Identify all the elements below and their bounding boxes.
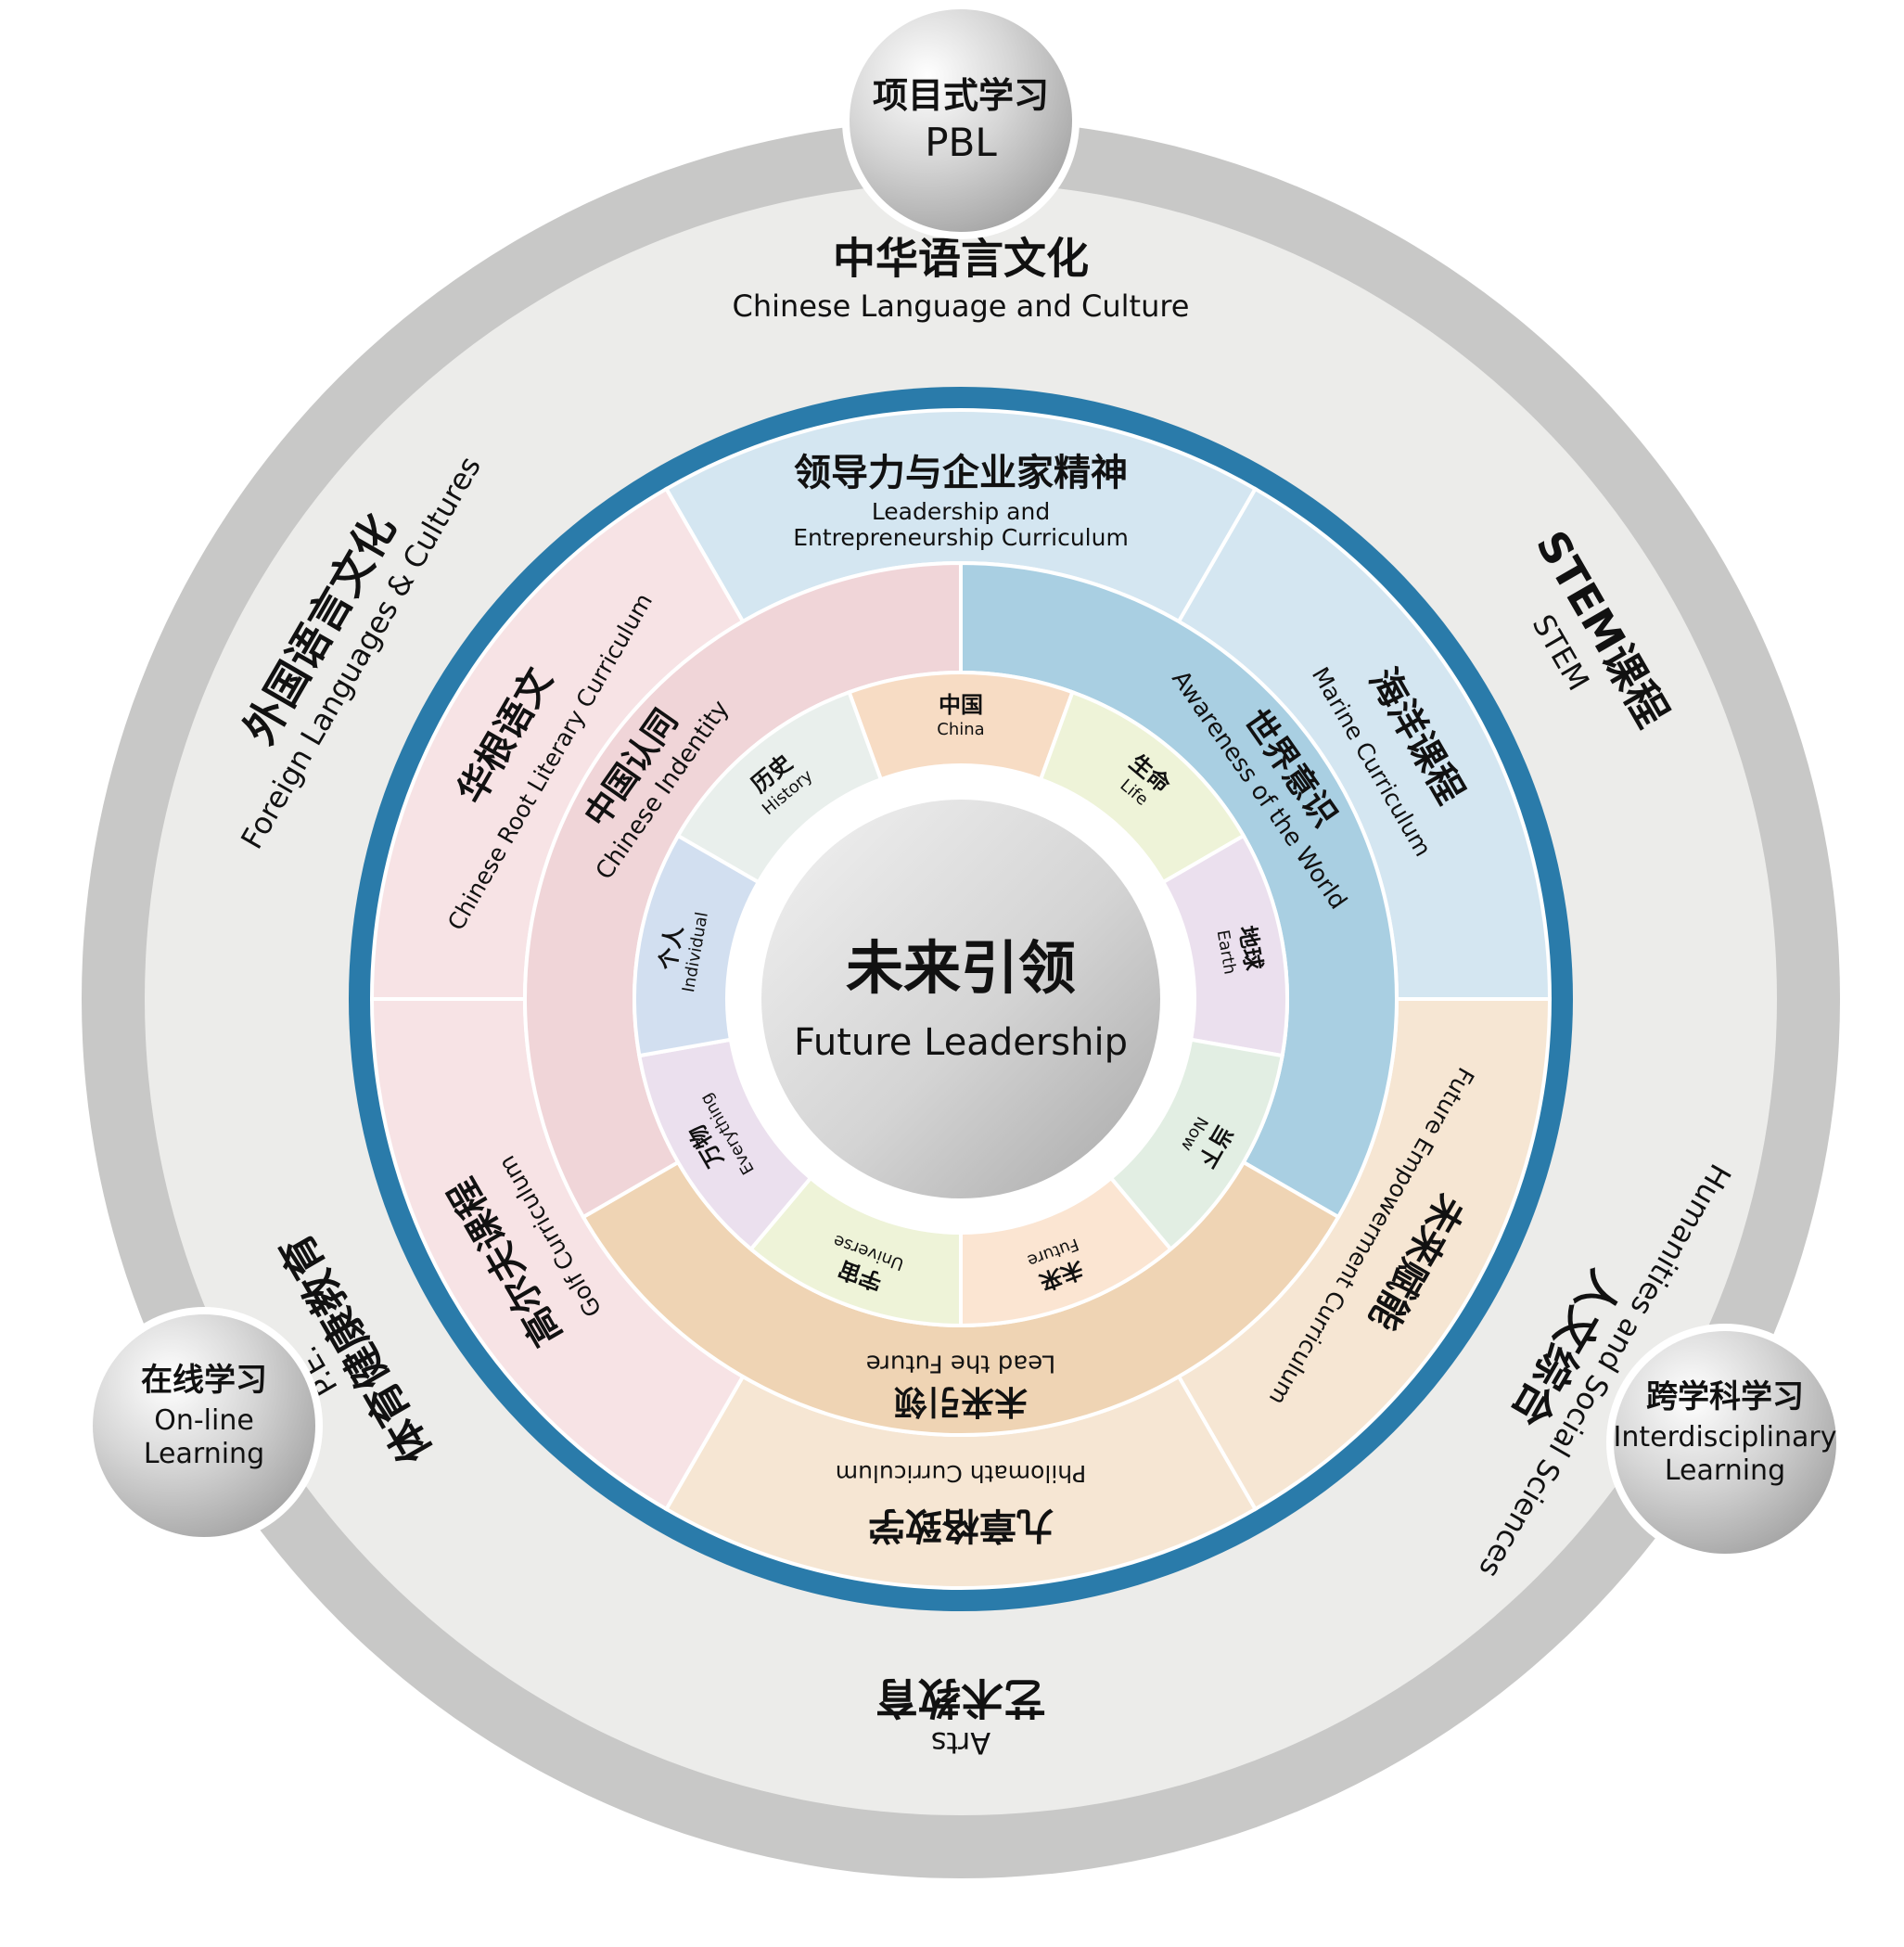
domain-label-en: Chinese Language and Culture	[733, 288, 1190, 324]
satellite-label-zh: 跨学科学习	[1646, 1378, 1804, 1415]
center-title-zh: 未来引领	[846, 934, 1076, 1002]
sectors-layer	[369, 408, 1553, 1591]
theme-label-zh: 中国	[939, 692, 983, 718]
satellite-disc	[93, 1314, 315, 1537]
curriculum-label-zh: 领导力与企业家精神	[794, 452, 1128, 494]
center-disc	[761, 800, 1160, 1198]
domain-label-zh: 中华语言文化	[833, 234, 1089, 284]
satellites-layer: 项目式学习PBL跨学科学习InterdisciplinaryLearning在线…	[85, 2, 1844, 1561]
satellite-label-en: On-line	[154, 1404, 254, 1437]
pillar-label-en: Lead the Future	[866, 1350, 1055, 1377]
satellite-label-en2: Learning	[1665, 1454, 1785, 1487]
curriculum-label-zh: 九章格致学	[868, 1504, 1054, 1546]
pillar-label-zh: 未来引领	[894, 1382, 1028, 1420]
curriculum-label-en: Leadership and	[872, 498, 1050, 525]
curriculum-label-en: Philomath Curriculum	[836, 1460, 1086, 1487]
satellite-label-en: Interdisciplinary	[1614, 1421, 1837, 1454]
satellite-disc	[1614, 1331, 1836, 1554]
curriculum-label-en: Entrepreneurship Curriculum	[793, 524, 1129, 551]
satellite-label-zh: 项目式学习	[873, 75, 1049, 116]
theme-label-en: China	[937, 720, 984, 739]
domain-label-zh: 艺术教育	[875, 1673, 1046, 1723]
center-layer: 未来引领 Future Leadership	[727, 765, 1195, 1233]
satellite-disc	[850, 9, 1072, 232]
domain-label-en: Arts	[931, 1725, 990, 1761]
satellite-label-en2: Learning	[144, 1438, 264, 1470]
satellite-label-zh: 在线学习	[141, 1362, 267, 1399]
satellite-label-en: PBL	[925, 120, 997, 165]
center-title-en: Future Leadership	[794, 1021, 1128, 1064]
